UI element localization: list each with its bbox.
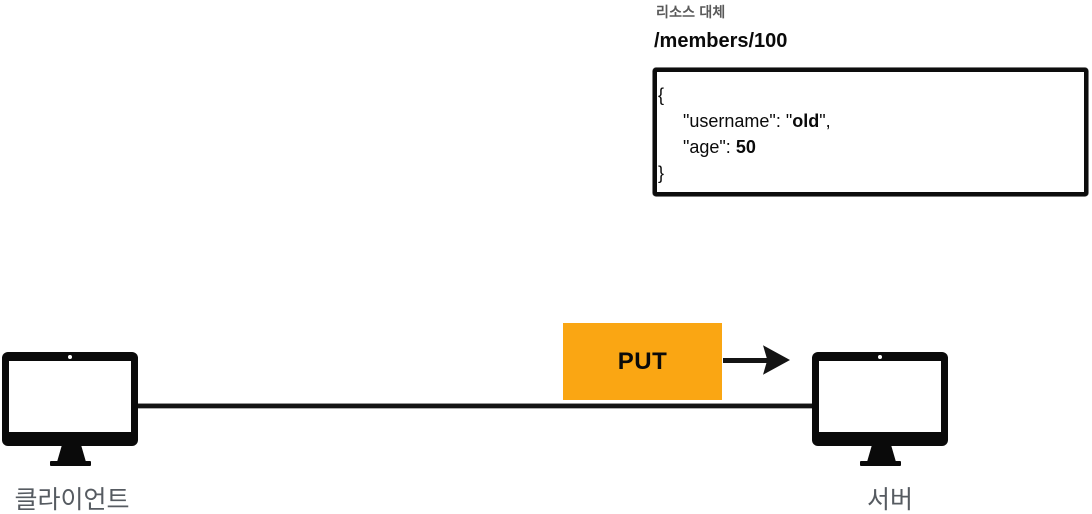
code-value-age: 50 bbox=[735, 137, 756, 157]
code-text: "username": " bbox=[683, 111, 793, 131]
code-line-open-brace: { bbox=[658, 85, 665, 105]
arrow-right-icon bbox=[723, 344, 790, 376]
annotation-title: 리소스 대체 bbox=[656, 4, 726, 20]
code-line-username: "username": "old", bbox=[658, 108, 1078, 134]
method-box: PUT bbox=[563, 323, 722, 400]
code-text: ", bbox=[819, 111, 831, 131]
monitor-stand bbox=[57, 446, 86, 462]
monitor-screen bbox=[9, 361, 131, 432]
arrow-shaft bbox=[723, 358, 769, 363]
monitor-base bbox=[50, 461, 91, 466]
monitor-camera-dot bbox=[68, 355, 72, 359]
monitor-screen bbox=[819, 361, 941, 432]
code-value-old: old bbox=[792, 111, 820, 131]
server-monitor-icon bbox=[812, 352, 948, 466]
method-label: PUT bbox=[617, 347, 668, 375]
resource-path: /members/100 bbox=[654, 30, 788, 52]
monitor-base bbox=[860, 461, 901, 466]
code-line-age: "age": 50 bbox=[658, 134, 1078, 160]
code-text: "age": bbox=[683, 137, 736, 157]
monitor-camera-dot bbox=[878, 355, 882, 359]
server-label: 서버 bbox=[866, 486, 913, 514]
client-monitor-icon bbox=[2, 352, 138, 466]
client-label: 클라이언트 bbox=[14, 486, 130, 514]
code-line-close-brace: } bbox=[658, 163, 665, 183]
request-body-box: { "username": "old", "age": 50 } bbox=[653, 68, 1088, 196]
connection-line bbox=[138, 404, 814, 408]
monitor-stand bbox=[867, 446, 896, 462]
